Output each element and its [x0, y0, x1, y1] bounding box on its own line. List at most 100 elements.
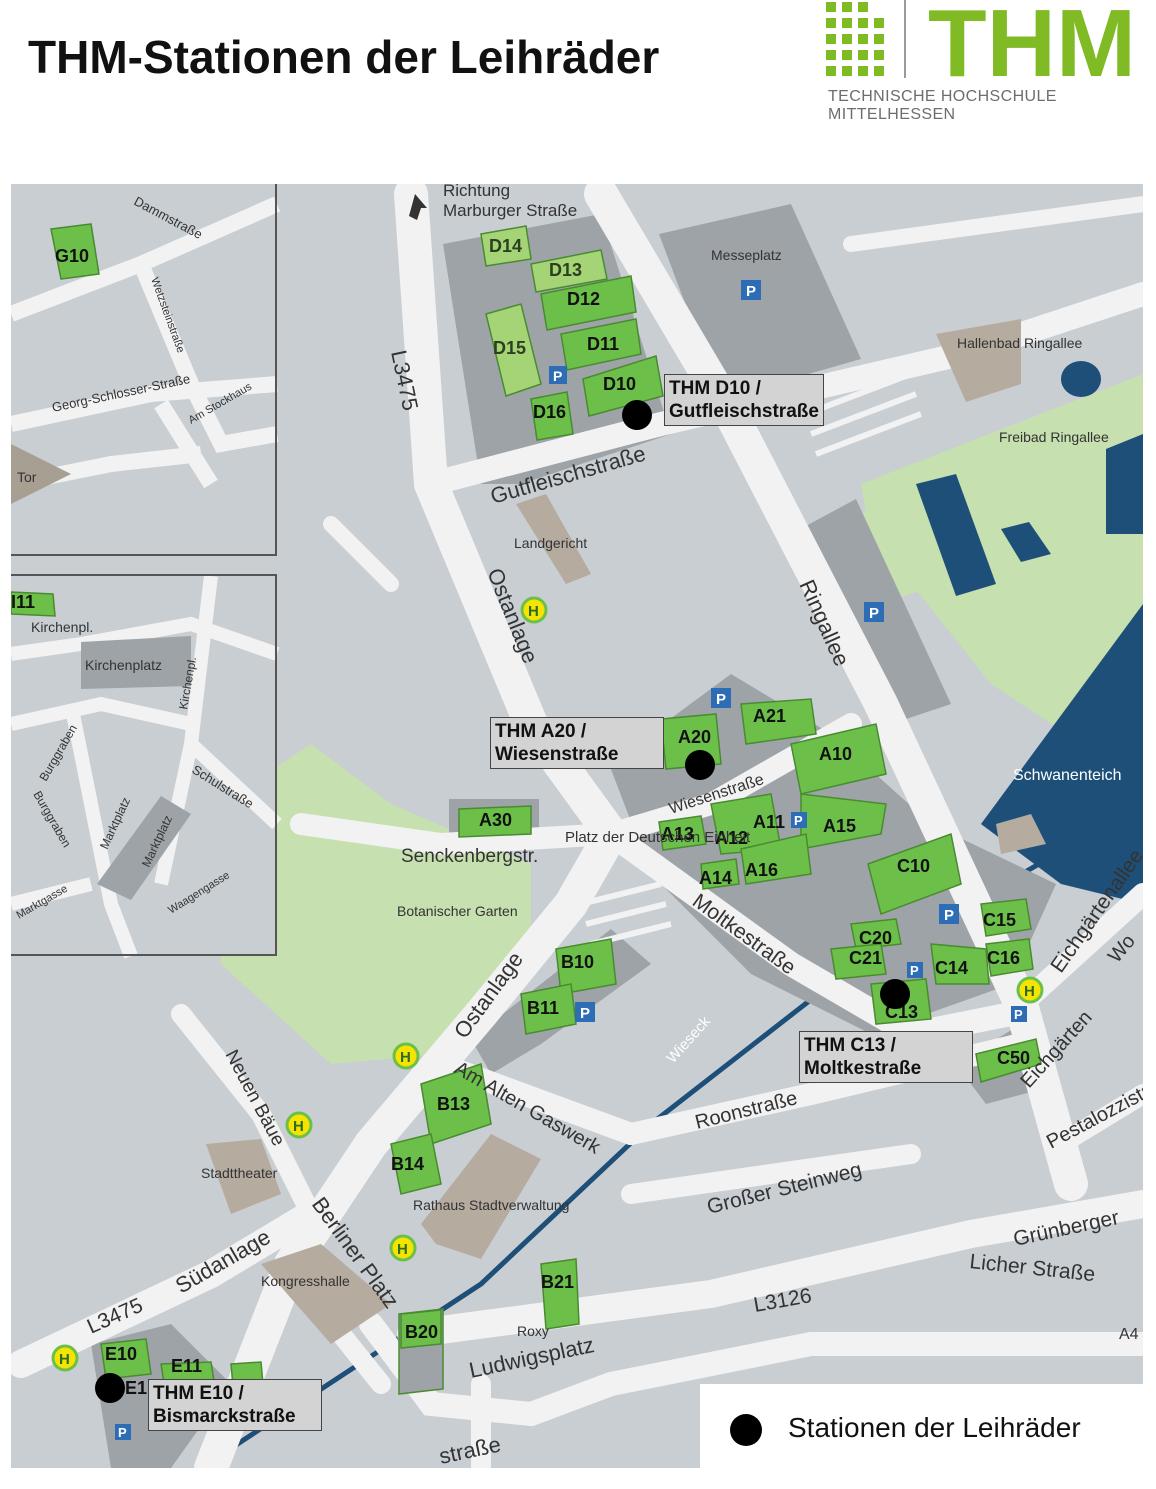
label-b11: B11	[527, 998, 559, 1018]
label-d13: D13	[549, 260, 582, 280]
building-stadttheater	[206, 1139, 281, 1214]
station-street: Bismarckstraße	[153, 1406, 296, 1427]
page-title: THM-Stationen der Leihräder	[28, 31, 660, 83]
building-schwanen	[996, 814, 1046, 854]
direction-label: Richtung	[443, 184, 510, 200]
label-d14: D14	[489, 236, 522, 256]
label-b20: B20	[405, 1322, 438, 1342]
building-a10	[790, 723, 887, 795]
road-suedanlage	[11, 1200, 325, 1378]
station-name: THM A20 /	[495, 721, 587, 742]
building-d13	[530, 249, 608, 293]
label-c20: C20	[859, 928, 892, 948]
building-e10	[100, 1338, 152, 1380]
building-a15	[800, 793, 887, 850]
building-c50	[975, 1038, 1042, 1083]
building-kongresshalle	[261, 1244, 391, 1344]
place-platz-einheit: Platz der Deutschen Einheit	[565, 829, 751, 846]
svg-text:P: P	[553, 368, 562, 384]
station-name: THM E10 /	[153, 1383, 244, 1404]
bus-stop-icon: H	[1016, 976, 1044, 1004]
building-a14	[700, 858, 740, 890]
building-d15	[485, 303, 542, 397]
place-kongresshalle: Kongresshalle	[261, 1273, 350, 1289]
building-landgericht	[516, 494, 591, 584]
label-d16: D16	[533, 402, 566, 422]
parking-icon: P	[1011, 1006, 1027, 1022]
building-rathaus	[421, 1134, 541, 1259]
station-name: THM C13 /	[804, 1035, 896, 1056]
label-c10: C10	[897, 856, 930, 876]
place-hallenbad: Hallenbad Ringallee	[957, 335, 1083, 351]
building-c14	[930, 943, 990, 985]
label-e11: E11	[171, 1356, 202, 1376]
bus-stop-icon: H	[285, 1111, 313, 1139]
street-senckenbergstr: Senckenbergstr.	[401, 846, 538, 867]
building-c16	[985, 938, 1034, 977]
label-a21: A21	[753, 706, 786, 726]
station-name: THM D10 /	[669, 378, 761, 399]
label-e10: E10	[105, 1344, 137, 1364]
label-a14: A14	[699, 868, 732, 888]
bus-stop-icons: H H H H H H	[51, 596, 1044, 1372]
parking-icon: P	[741, 280, 761, 300]
building-a13	[658, 815, 707, 851]
road-grosser-steinweg	[621, 1144, 921, 1204]
parking-icon: P	[115, 1424, 131, 1440]
label-a20: A20	[678, 727, 711, 747]
svg-text:H: H	[397, 1241, 408, 1258]
place-landgericht: Landgericht	[514, 535, 587, 551]
parking-icon: P	[907, 962, 923, 978]
label-c16: C16	[987, 948, 1020, 968]
pool-3	[1106, 434, 1143, 534]
label-a10: A10	[819, 744, 852, 764]
bus-stop-icon: H	[392, 1042, 420, 1070]
logo-subtitle: TECHNISCHE HOCHSCHULE MITTELHESSEN	[828, 88, 1057, 123]
label-c15: C15	[983, 910, 1016, 930]
place-freibad: Freibad Ringallee	[999, 429, 1109, 445]
building-b11	[520, 983, 577, 1035]
bus-stop-icon: H	[389, 1234, 417, 1262]
parking-icon: P	[791, 812, 807, 828]
svg-text:H: H	[59, 1351, 70, 1368]
label-b10: B10	[561, 952, 594, 972]
station-street: Wiesenstraße	[495, 744, 619, 765]
legend: Stationen der Leihräder	[700, 1384, 1156, 1489]
building-a30	[458, 805, 532, 838]
street-kirchenpl: Kirchenpl.	[31, 619, 93, 635]
building-a21	[740, 698, 817, 745]
svg-text:H: H	[293, 1118, 304, 1135]
parking-icon: P	[711, 688, 731, 708]
logo-letters: THM	[928, 0, 1136, 97]
station-label-e10: THM E10 / Bismarckstraße	[148, 1379, 322, 1431]
place-kirchenplatz: Kirchenplatz	[85, 657, 162, 673]
building-d11	[560, 318, 642, 371]
label-c50: C50	[997, 1048, 1030, 1068]
label-a16: A16	[745, 860, 778, 880]
building-d16	[530, 391, 574, 441]
station-street: Gutfleischstraße	[669, 401, 819, 422]
station-dot-c13	[880, 979, 910, 1009]
parking-icon: P	[939, 904, 959, 924]
label-d12: D12	[567, 289, 600, 309]
label-a11: A11	[753, 812, 785, 832]
building-i11	[11, 591, 56, 617]
road-small	[323, 516, 399, 592]
label-a30: A30	[479, 810, 512, 830]
station-dot-e10	[95, 1373, 125, 1403]
legend-label: Stationen der Leihräder	[788, 1412, 1081, 1443]
label-d15: D15	[493, 338, 526, 358]
place-labels: Richtung Marburger Straße Messeplatz Hal…	[85, 184, 1122, 1339]
svg-text:H: H	[400, 1049, 411, 1066]
road-moltke	[599, 822, 1023, 1047]
building-b13	[420, 1063, 492, 1145]
building-labels: G10 D14 D13 D12 D15 D11 D10 D16 A20 A21 …	[11, 236, 1030, 1398]
label-a15: A15	[823, 816, 856, 836]
road-neuen-baeue	[171, 1004, 321, 1224]
campus-map: G10 D14 D13 D12 D15 D11 D10 D16 A20 A21 …	[11, 184, 1143, 1468]
label-b14: B14	[391, 1154, 424, 1174]
inset-map-top	[11, 184, 281, 556]
pond	[1061, 361, 1101, 397]
label-i11: I11	[11, 592, 35, 612]
building-g10	[50, 223, 100, 280]
